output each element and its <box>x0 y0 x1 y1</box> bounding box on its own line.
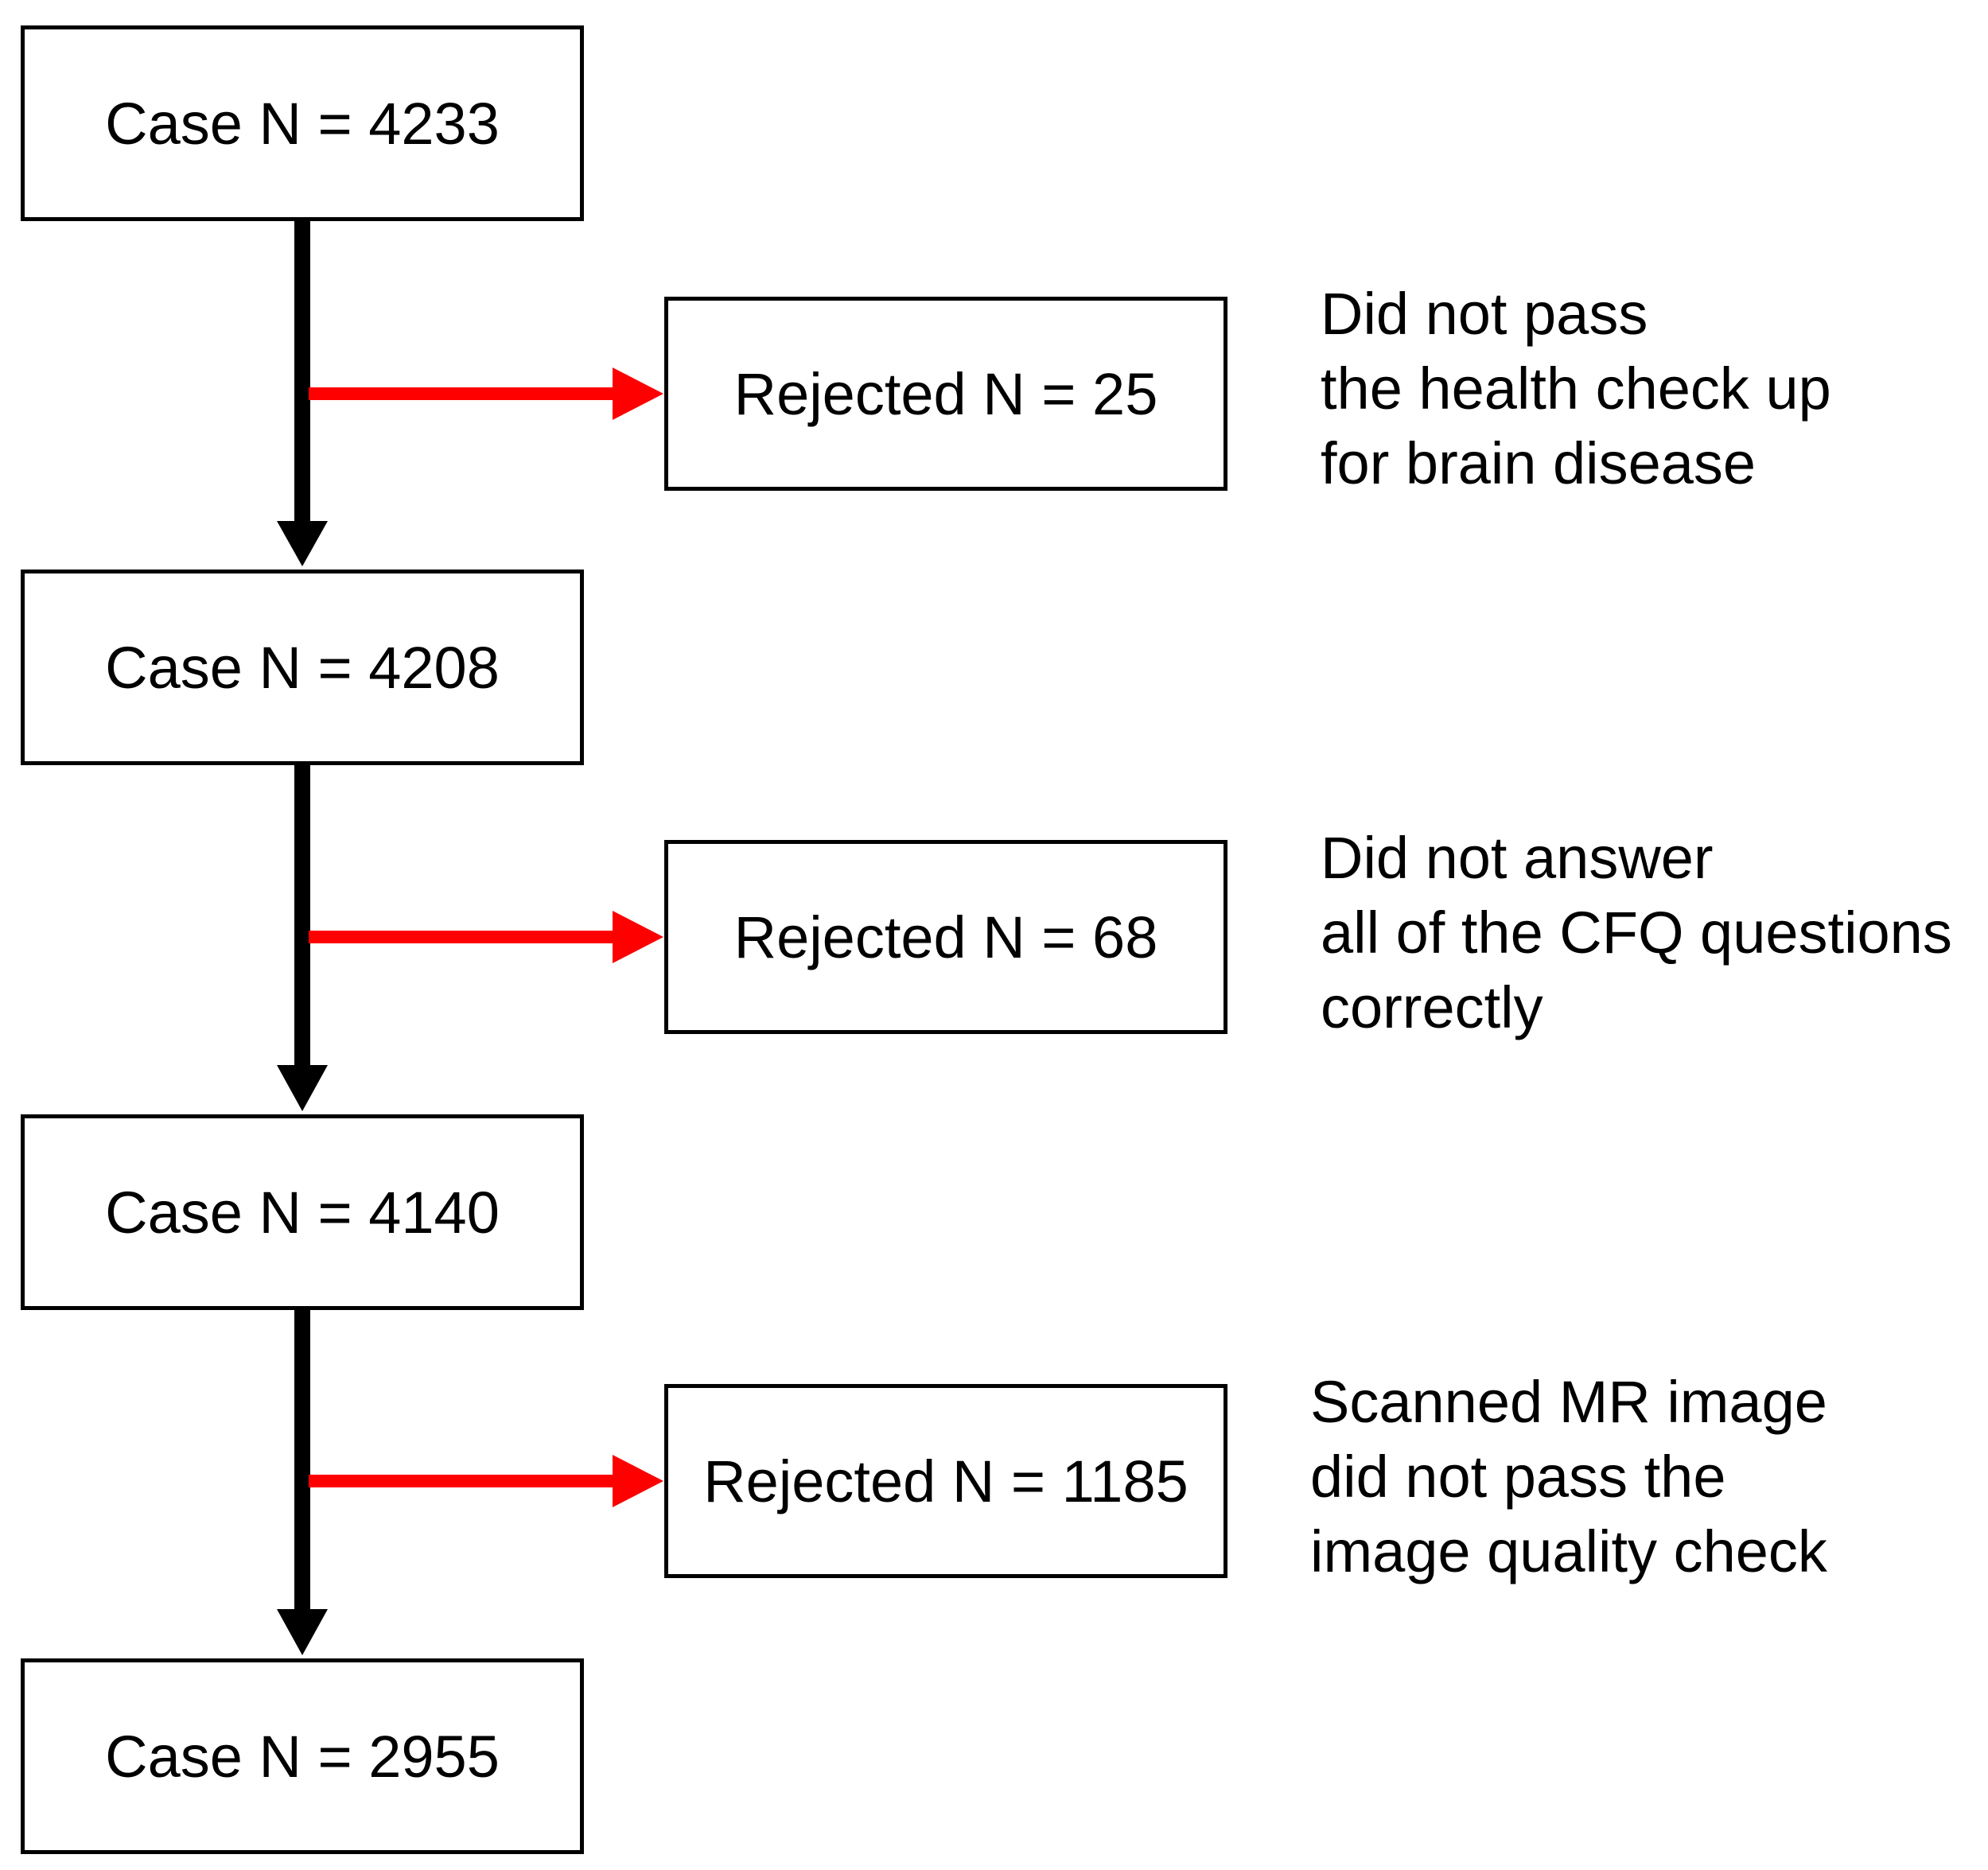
case-label-2: Case N = 4208 <box>105 634 500 701</box>
reason-1-line-2: the health check up <box>1321 356 1831 422</box>
rejection-reason-3: Scanned MR image did not pass the image … <box>1310 1365 1827 1589</box>
reason-2-line-1: Did not answer <box>1321 825 1714 891</box>
reason-3-line-2: did not pass the <box>1310 1444 1726 1510</box>
rejection-reason-2: Did not answer all of the CFQ questions … <box>1321 821 1952 1045</box>
reason-3-line-1: Scanned MR image <box>1310 1369 1827 1435</box>
rejected-box-1: Rejected N = 25 <box>664 297 1227 491</box>
rejected-label-2: Rejected N = 68 <box>733 904 1158 970</box>
rejected-box-2: Rejected N = 68 <box>664 840 1227 1034</box>
case-label-4: Case N = 2955 <box>105 1723 500 1790</box>
exclusion-arrow-2-head <box>613 911 663 963</box>
exclusion-arrow-3-head <box>613 1455 663 1507</box>
main-arrow-3-head <box>277 1609 328 1655</box>
reason-2-line-3: correctly <box>1321 974 1543 1040</box>
reason-2-line-2: all of the CFQ questions <box>1321 900 1952 966</box>
exclusion-arrow-1-head <box>613 367 663 420</box>
case-box-3: Case N = 4140 <box>21 1114 584 1310</box>
rejected-box-3: Rejected N = 1185 <box>664 1384 1227 1578</box>
reason-1-line-1: Did not pass <box>1321 281 1648 347</box>
rejected-label-3: Rejected N = 1185 <box>703 1448 1189 1514</box>
main-arrow-2-head <box>277 1065 328 1111</box>
rejection-reason-1: Did not pass the health check up for bra… <box>1321 277 1831 501</box>
reason-1-line-3: for brain disease <box>1321 430 1757 496</box>
case-label-1: Case N = 4233 <box>105 90 500 157</box>
case-label-3: Case N = 4140 <box>105 1179 500 1246</box>
case-box-1: Case N = 4233 <box>21 25 584 221</box>
case-box-4: Case N = 2955 <box>21 1658 584 1854</box>
case-box-2: Case N = 4208 <box>21 570 584 765</box>
rejected-label-1: Rejected N = 25 <box>733 360 1158 427</box>
reason-3-line-3: image quality check <box>1310 1518 1827 1584</box>
main-arrow-1-head <box>277 521 328 566</box>
